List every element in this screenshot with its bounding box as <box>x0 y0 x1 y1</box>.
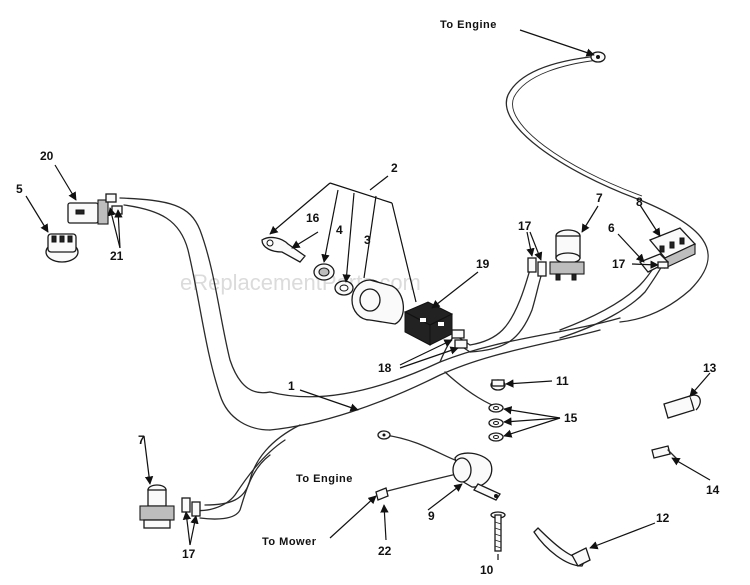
callout-6: 6 <box>608 221 615 235</box>
callout-17-top: 17 <box>518 219 532 233</box>
part-17-connector-top <box>527 257 547 277</box>
callout-16: 16 <box>306 211 320 225</box>
part-13-clip <box>663 394 701 419</box>
callout-14: 14 <box>706 483 720 497</box>
callout-11: 11 <box>556 374 569 388</box>
callout-12: 12 <box>656 511 670 525</box>
to-mower-label: To Mower <box>262 536 317 548</box>
part-9-capacitor <box>452 452 501 501</box>
part-12-strap <box>533 527 591 567</box>
part-15-washer <box>488 403 504 442</box>
callout-20: 20 <box>40 149 54 163</box>
callout-21: 21 <box>110 249 124 263</box>
part-10-bolt <box>490 511 506 552</box>
callout-3: 3 <box>364 233 371 247</box>
part-18-connector <box>451 329 468 349</box>
callout-10: 10 <box>480 563 494 577</box>
callout-22: 22 <box>378 544 392 558</box>
callout-18: 18 <box>378 361 392 375</box>
part-2-ignition-switch <box>351 279 404 325</box>
callout-17-right: 17 <box>612 257 626 271</box>
part-4-nut <box>313 263 335 281</box>
part-7-switch-bottom <box>139 484 175 529</box>
callout-8: 8 <box>636 195 643 209</box>
part-3-washer <box>334 280 354 296</box>
callout-17-bottom: 17 <box>182 547 196 561</box>
leader-lines <box>25 29 711 560</box>
callout-7-top: 7 <box>596 191 603 205</box>
part-17-connector-right <box>657 261 669 269</box>
callout-13: 13 <box>703 361 717 375</box>
part-17-connector-bottom <box>181 497 201 517</box>
to-engine-mid-label: To Engine <box>296 473 353 485</box>
part-11-nut <box>490 379 506 391</box>
callout-19: 19 <box>476 257 490 271</box>
to-engine-top-label: To Engine <box>440 19 497 31</box>
callout-5: 5 <box>16 182 23 196</box>
mower-terminal <box>375 487 389 501</box>
engine-ring-terminal-top <box>590 51 606 63</box>
part-19-module <box>403 301 454 346</box>
callout-1: 1 <box>288 379 295 393</box>
text-annotations: To Engine To Engine To Mower <box>262 19 497 548</box>
engine-ring-terminal-mid <box>377 430 391 440</box>
part-16-key <box>261 236 306 263</box>
part-7-switch-top <box>549 229 585 281</box>
part-8-switch <box>648 227 697 269</box>
callout-7-bottom: 7 <box>138 433 145 447</box>
part-14-terminal <box>651 445 679 461</box>
part-20-relay <box>67 199 109 225</box>
part-5-switch <box>45 233 79 263</box>
callout-9: 9 <box>428 509 435 523</box>
callout-15: 15 <box>564 411 578 425</box>
part-callouts: 1 2 3 4 5 6 7 7 8 9 10 11 12 13 14 15 16… <box>16 149 720 577</box>
callout-2: 2 <box>391 161 398 175</box>
callout-4: 4 <box>336 223 343 237</box>
